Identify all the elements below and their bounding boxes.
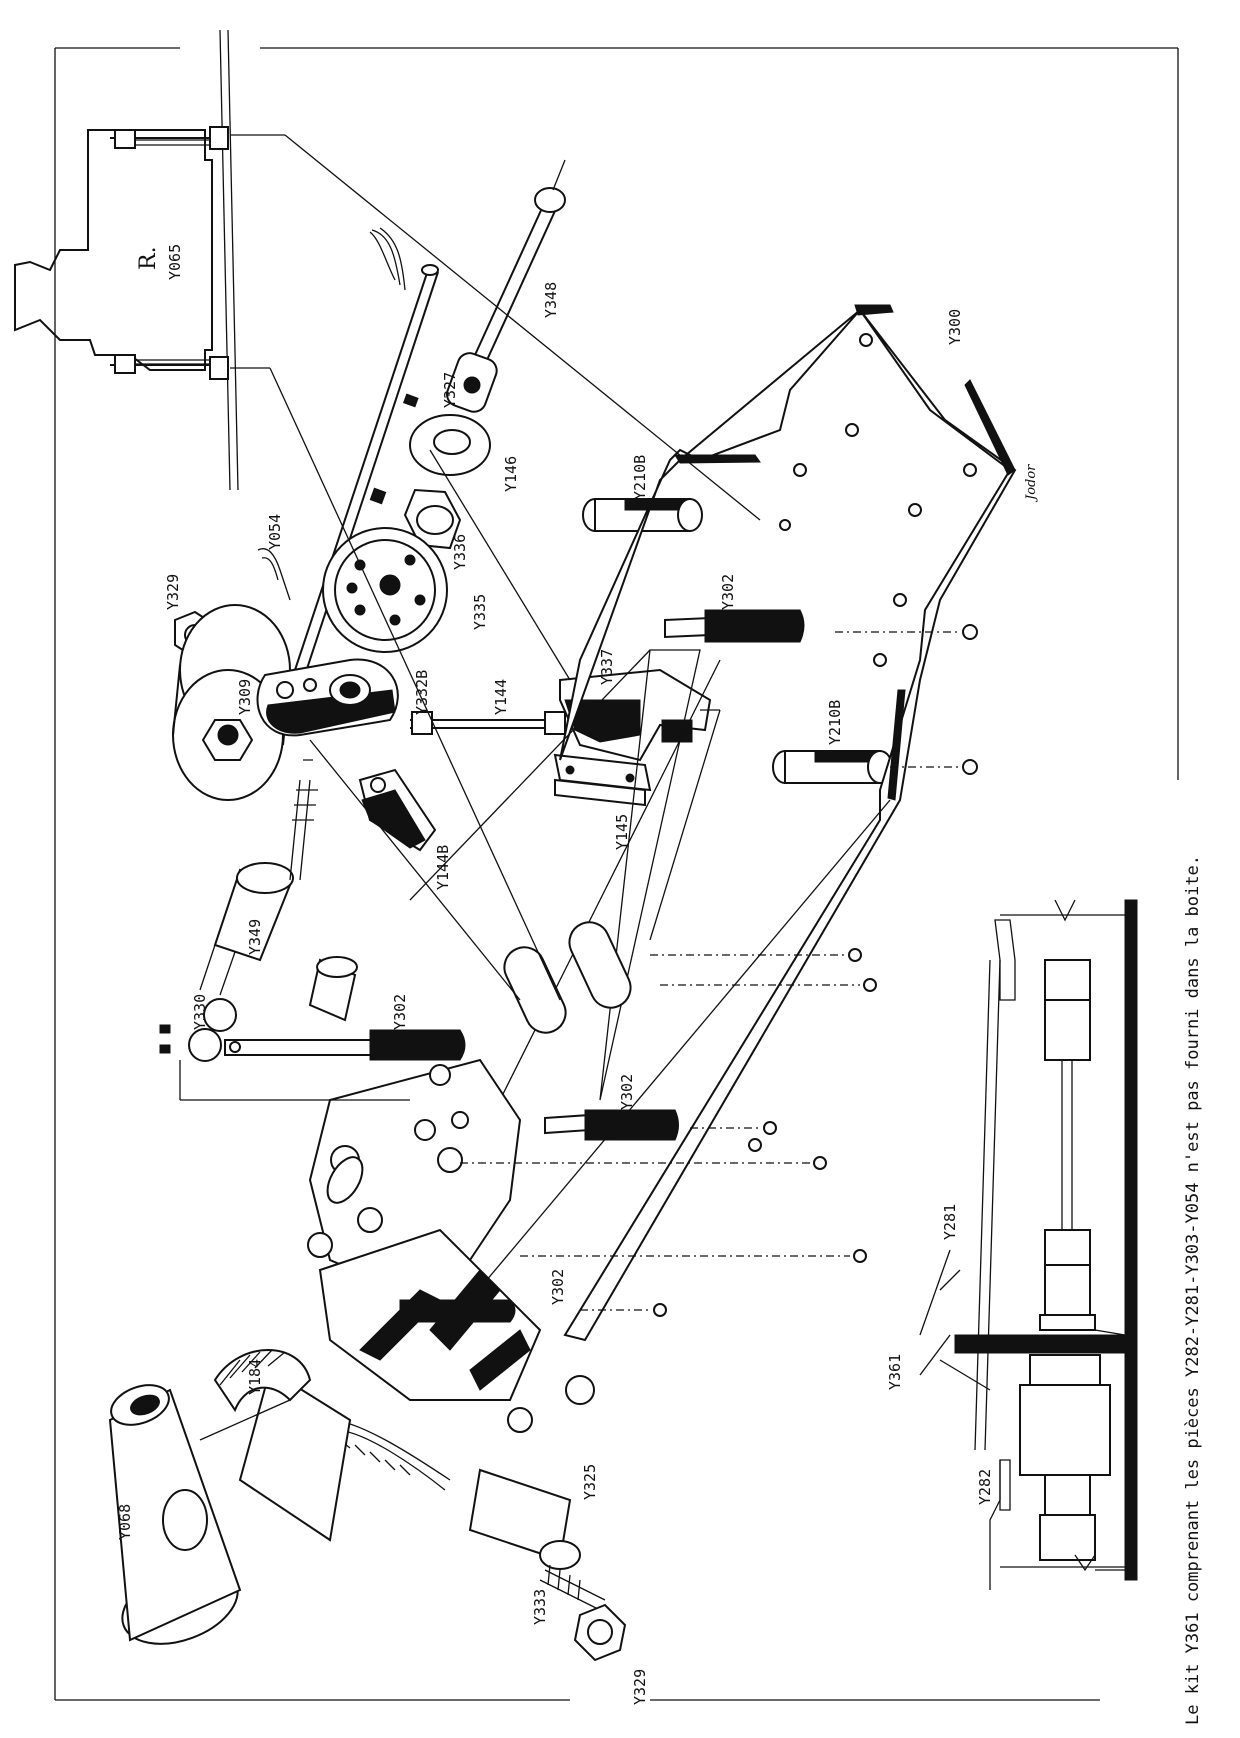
vertical-axle-line [219,29,239,491]
part-cross-rod [284,264,439,703]
label-y065: Y065 [166,244,184,280]
label-y349: Y349 [246,919,264,955]
inset-y361-diagram [954,899,1138,1590]
part-y335-gear [322,527,448,653]
label-y300: Y300 [946,309,964,345]
part-y146-washer [409,414,491,476]
label-y144b: Y144B [434,845,452,890]
part-y330-bracket [159,998,237,1062]
part-rear-assembly [238,1058,595,1570]
part-labels: Y065 R. Y348 Y327 Y146 Y054 Y336 Y335 Y3… [116,244,1039,1705]
label-y281: Y281 [941,1204,959,1240]
part-y068-cylinder [108,1384,242,1645]
part-y144b-arm [358,768,437,852]
part-slots [503,921,632,1034]
label-y361: Y361 [886,1354,904,1390]
part-y210b-standoff-bottom [772,750,893,784]
frame-border [54,47,1179,1701]
label-y336: Y336 [451,534,469,570]
part-y184-coupler [213,1349,312,1413]
label-y302-c: Y302 [618,1074,636,1110]
label-y184: Y184 [246,1359,264,1395]
label-y210b-bottom: Y210B [826,700,844,745]
label-y065-logo: R. [136,246,161,270]
part-clip-pin-top [369,227,406,291]
signature: Jodor [1024,464,1039,503]
part-y336-hex-spacer [369,487,462,550]
label-y282: Y282 [976,1469,994,1505]
part-y302-post-long [224,1029,466,1061]
part-y329-nut-bottom [573,1603,627,1662]
footnote: Le kit Y361 comprenant les pièces Y282-Y… [1183,855,1203,1725]
label-y348: Y348 [542,282,560,318]
part-y210b-standoff-top [582,498,703,532]
part-y349-shaft [199,759,318,996]
part-y337-bracket [559,668,712,762]
label-y302-d: Y302 [549,1269,567,1305]
label-y054: Y054 [266,514,284,550]
label-y309: Y309 [236,679,254,715]
part-y145-plate [553,753,652,807]
inset-leader-lines [919,1249,991,1391]
label-y302-b: Y302 [391,994,409,1030]
label-y068: Y068 [116,1504,134,1540]
label-y144: Y144 [492,679,510,715]
part-y348-rod [474,159,566,361]
label-y327: Y327 [441,372,459,408]
label-y146: Y146 [502,456,520,492]
part-y333-spring [539,1564,606,1611]
part-y327-ball-link [403,352,498,413]
label-y145: Y145 [613,814,631,850]
label-y333: Y333 [531,1589,549,1625]
part-y302-post-plate-a [664,609,805,643]
label-y337: Y337 [598,649,616,685]
part-cylinder-lower [308,956,358,1022]
label-y325: Y325 [581,1464,599,1500]
part-y302-post-plate-b [544,1109,679,1141]
label-y329-top: Y329 [164,574,182,610]
label-y335: Y335 [471,594,489,630]
label-y210b-top: Y210B [631,455,649,500]
part-y065-mount [14,126,229,380]
label-y329-bottom: Y329 [631,1669,649,1705]
label-y302-a: Y302 [719,574,737,610]
part-y332b-arm [256,658,399,737]
label-y332b: Y332B [413,670,431,715]
part-y300-chassis-plate [559,304,1017,1342]
label-y330: Y330 [191,994,209,1030]
dashed-guides [460,631,960,1311]
part-y054-clip [257,548,291,601]
part-screws [653,624,978,1317]
leader-lines [179,134,761,1441]
